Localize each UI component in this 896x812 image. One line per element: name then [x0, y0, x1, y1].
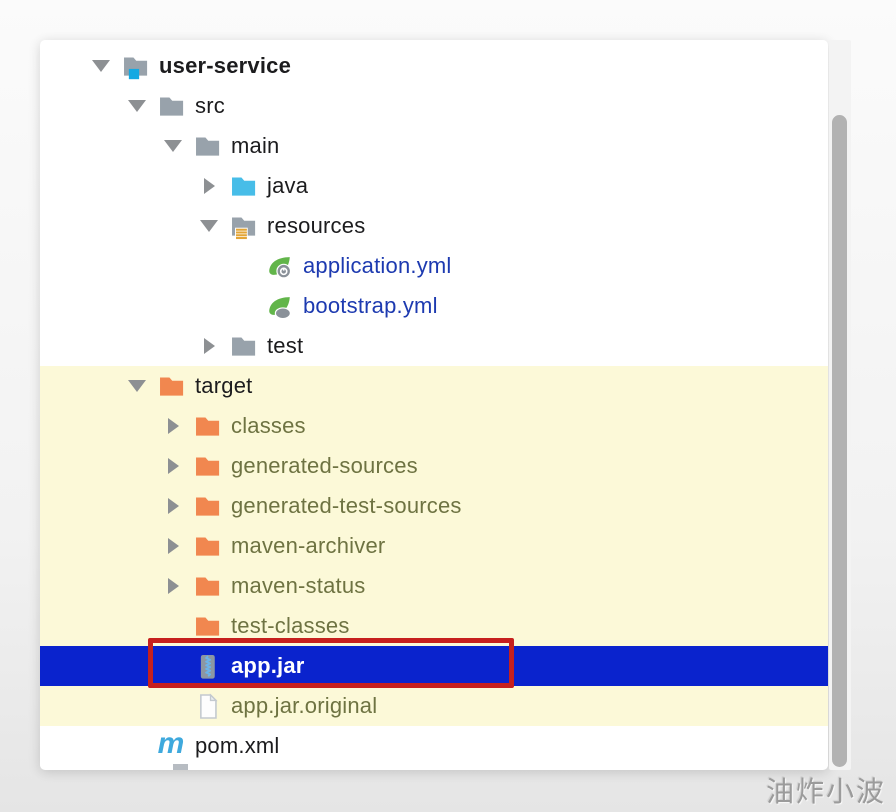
- tree-row[interactable]: test-classes: [40, 606, 828, 646]
- tree-item-label: test: [267, 333, 304, 358]
- excluded-folder-icon: [190, 566, 224, 606]
- tree-row[interactable]: maven-archiver: [40, 526, 828, 566]
- tree-item-label: main: [231, 133, 280, 158]
- tree-item-label: pom.xml: [195, 733, 280, 758]
- tree-row[interactable]: user-service: [40, 46, 828, 86]
- tree-row[interactable]: generated-test-sources: [40, 486, 828, 526]
- tree-item-label: test-classes: [231, 613, 350, 638]
- chevron-expanded-icon[interactable]: [120, 366, 154, 406]
- plain-file-icon: [190, 686, 224, 726]
- tree-row[interactable]: test: [40, 326, 828, 366]
- spring-config-file-icon: [262, 246, 296, 286]
- chevron-collapsed-icon[interactable]: [156, 566, 190, 606]
- project-folder-icon: [118, 46, 152, 86]
- chevron-collapsed-icon[interactable]: [156, 406, 190, 446]
- tree-row[interactable]: target: [40, 366, 828, 406]
- tree-row[interactable]: generated-sources: [40, 446, 828, 486]
- chevron-collapsed-icon[interactable]: [156, 486, 190, 526]
- folder-icon: [154, 86, 188, 126]
- tree-row[interactable]: app.jar: [40, 646, 828, 686]
- tree-item-label: maven-archiver: [231, 533, 386, 558]
- chevron-collapsed-icon[interactable]: [156, 526, 190, 566]
- tree-row[interactable]: resources: [40, 206, 828, 246]
- tree-row[interactable]: application.yml: [40, 246, 828, 286]
- chevron-collapsed-icon[interactable]: [192, 166, 226, 206]
- spring-boot-file-icon: [262, 286, 296, 326]
- chevron-collapsed-icon[interactable]: [192, 326, 226, 366]
- chevron-spacer: [228, 286, 262, 326]
- tree-item-label: user-service: [159, 53, 292, 78]
- maven-file-icon: m: [157, 727, 185, 760]
- tree-item-label: app.jar: [231, 653, 305, 678]
- tree-item-label: maven-status: [231, 573, 366, 598]
- chevron-spacer: [156, 686, 190, 726]
- chevron-spacer: [228, 246, 262, 286]
- tree-row[interactable]: classes: [40, 406, 828, 446]
- tree-item-label: generated-test-sources: [231, 493, 462, 518]
- folder-icon: [226, 326, 260, 366]
- folder-icon: [190, 126, 224, 166]
- excluded-folder-icon: [190, 606, 224, 646]
- tree-item-label: generated-sources: [231, 453, 418, 478]
- excluded-folder-icon: [190, 486, 224, 526]
- clipped-next-row-fragment: [173, 764, 188, 770]
- tree-row[interactable]: main: [40, 126, 828, 166]
- tree-row[interactable]: bootstrap.yml: [40, 286, 828, 326]
- chevron-spacer: [120, 726, 154, 766]
- tree-item-label: bootstrap.yml: [303, 293, 438, 318]
- chevron-expanded-icon[interactable]: [84, 46, 118, 86]
- jar-archive-icon: [190, 646, 224, 686]
- tree-item-label: application.yml: [303, 253, 452, 278]
- chevron-collapsed-icon[interactable]: [156, 446, 190, 486]
- tree-item-label: src: [195, 93, 225, 118]
- excluded-folder-icon: [190, 446, 224, 486]
- tree-item-label: resources: [267, 213, 366, 238]
- sources-folder-icon: [226, 166, 260, 206]
- chevron-spacer: [156, 606, 190, 646]
- tree-row[interactable]: app.jar.original: [40, 686, 828, 726]
- tree-row[interactable]: maven-status: [40, 566, 828, 606]
- chevron-spacer: [156, 646, 190, 686]
- watermark: 油炸小波: [765, 776, 886, 807]
- tree-item-label: classes: [231, 413, 306, 438]
- excluded-folder-icon: [190, 406, 224, 446]
- chevron-expanded-icon[interactable]: [120, 86, 154, 126]
- tree-item-label: java: [267, 173, 309, 198]
- resources-folder-icon: [226, 206, 260, 246]
- tree-item-label: target: [195, 373, 253, 398]
- scrollbar-thumb[interactable]: [832, 115, 847, 767]
- excluded-folder-icon: [154, 366, 188, 406]
- tree-row[interactable]: m pom.xml: [40, 726, 828, 766]
- tree-row[interactable]: java: [40, 166, 828, 206]
- chevron-expanded-icon[interactable]: [192, 206, 226, 246]
- tree-item-label: app.jar.original: [231, 693, 378, 718]
- tree-row[interactable]: src: [40, 86, 828, 126]
- excluded-folder-icon: [190, 526, 224, 566]
- chevron-expanded-icon[interactable]: [156, 126, 190, 166]
